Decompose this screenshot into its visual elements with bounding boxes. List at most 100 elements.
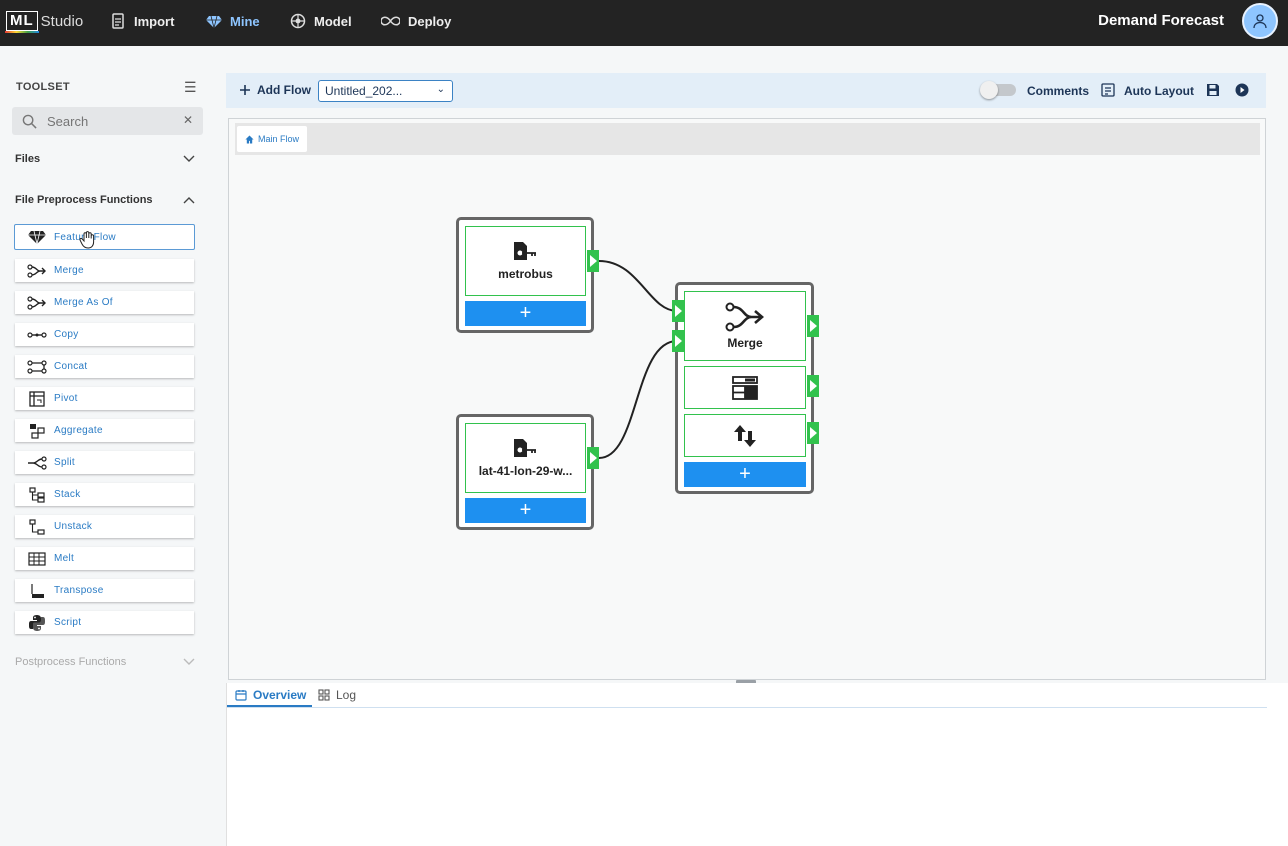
- transpose-icon: [27, 583, 47, 599]
- table-step-card[interactable]: [684, 366, 806, 409]
- auto-layout-icon[interactable]: [1101, 83, 1115, 97]
- tool-merge-as-of[interactable]: Merge As Of: [15, 291, 194, 314]
- copy-icon: [27, 327, 47, 343]
- add-step-button[interactable]: +: [465, 498, 586, 523]
- tool-pivot[interactable]: Pivot: [15, 387, 194, 410]
- tool-label: Melt: [54, 553, 75, 564]
- comments-label: Comments: [1027, 84, 1090, 98]
- section-preprocess-label: File Preprocess Functions: [15, 194, 153, 206]
- breadcrumb-main-flow[interactable]: Main Flow: [237, 126, 308, 152]
- run-icon[interactable]: [1235, 83, 1249, 97]
- file-key-icon: [513, 439, 536, 457]
- tool-split[interactable]: Split: [15, 451, 194, 474]
- flow-toolbar: Add Flow Untitled_202... ⌄ Comments Auto…: [226, 73, 1266, 108]
- output-port[interactable]: [587, 447, 599, 469]
- section-preprocess[interactable]: File Preprocess Functions: [15, 194, 195, 206]
- app-logo[interactable]: ML Studio: [5, 10, 84, 33]
- avatar[interactable]: [1242, 3, 1278, 39]
- nav-model[interactable]: Model: [290, 13, 352, 29]
- infinity-icon: [381, 16, 400, 26]
- tool-unstack[interactable]: Unstack: [15, 515, 194, 538]
- merge-card[interactable]: Merge: [684, 291, 806, 361]
- user-icon: [1253, 14, 1267, 29]
- nav-deploy-label: Deploy: [408, 13, 452, 29]
- add-step-button[interactable]: +: [684, 462, 806, 487]
- table-layout-icon: [732, 375, 758, 400]
- calendar-icon: [235, 690, 247, 701]
- diamond-icon: [27, 229, 47, 245]
- nav-import[interactable]: Import: [110, 13, 174, 29]
- input-port[interactable]: [672, 330, 684, 352]
- logo-mark: ML: [5, 11, 39, 33]
- brain-icon: [290, 13, 306, 29]
- nav-mine[interactable]: Mine: [206, 13, 260, 29]
- import-icon: [112, 13, 124, 29]
- logo-text: Studio: [40, 12, 84, 30]
- plus-icon: [240, 85, 250, 95]
- clear-search-icon[interactable]: ✕: [182, 113, 193, 127]
- search-box[interactable]: ✕: [12, 107, 203, 135]
- tool-label: Pivot: [54, 393, 78, 404]
- merge-label: Merge: [727, 336, 763, 350]
- python-icon: [27, 614, 47, 631]
- section-files-label: Files: [15, 153, 41, 165]
- source-label: lat-41-lon-29-w...: [478, 464, 573, 478]
- search-input[interactable]: [47, 113, 177, 129]
- output-port[interactable]: [807, 315, 819, 337]
- add-flow-button[interactable]: Add Flow: [239, 83, 311, 97]
- flow-select-value: Untitled_202...: [325, 84, 403, 98]
- sort-step-card[interactable]: [684, 414, 806, 457]
- section-files[interactable]: Files: [15, 153, 195, 165]
- menu-icon[interactable]: ☰: [184, 79, 197, 95]
- nav-mine-label: Mine: [230, 13, 260, 29]
- input-port[interactable]: [672, 300, 684, 322]
- aggregate-icon: [27, 423, 47, 439]
- source-card[interactable]: lat-41-lon-29-w...: [465, 423, 586, 493]
- tool-label: Stack: [54, 489, 81, 500]
- source-node-lat-lon[interactable]: lat-41-lon-29-w... +: [456, 414, 594, 530]
- chevron-up-icon: [183, 197, 195, 204]
- flow-connections: [598, 260, 678, 459]
- toolset-title: TOOLSET: [16, 81, 70, 93]
- comments-toggle[interactable]: [980, 81, 1016, 99]
- tool-label: Unstack: [54, 521, 93, 532]
- merge-node[interactable]: Merge +: [675, 282, 814, 494]
- output-port[interactable]: [807, 422, 819, 444]
- flow-select[interactable]: Untitled_202... ⌄: [318, 80, 453, 102]
- tool-feature-flow[interactable]: Feature Flow: [14, 224, 195, 250]
- tool-merge[interactable]: Merge: [15, 259, 194, 282]
- section-postprocess[interactable]: Postprocess Functions: [15, 656, 195, 668]
- output-port[interactable]: [587, 250, 599, 272]
- panel-resize-handle[interactable]: [736, 680, 756, 685]
- save-icon[interactable]: [1206, 83, 1220, 97]
- output-port[interactable]: [807, 375, 819, 397]
- tool-stack[interactable]: Stack: [15, 483, 194, 506]
- tool-aggregate[interactable]: Aggregate: [15, 419, 194, 442]
- tool-label: Merge As Of: [54, 297, 113, 308]
- tool-concat[interactable]: Concat: [15, 355, 194, 378]
- search-icon: [22, 114, 37, 129]
- add-step-button[interactable]: +: [465, 301, 586, 326]
- merge-icon: [27, 263, 47, 279]
- nav-import-label: Import: [134, 13, 175, 29]
- flow-canvas[interactable]: Main Flow metrobus + lat-41-lon-29-w... …: [228, 118, 1266, 680]
- tool-script[interactable]: Script: [15, 611, 194, 634]
- active-tab-indicator: [227, 705, 312, 707]
- chevron-down-icon: ⌄: [436, 84, 445, 95]
- tab-overview[interactable]: Overview: [235, 688, 306, 702]
- chevron-down-icon: [183, 155, 195, 162]
- tab-log-label: Log: [336, 688, 357, 702]
- auto-layout-button[interactable]: Auto Layout: [1124, 84, 1194, 98]
- file-key-icon: [513, 242, 536, 260]
- tool-transpose[interactable]: Transpose: [15, 579, 194, 602]
- source-node-metrobus[interactable]: metrobus +: [456, 217, 594, 333]
- breadcrumb-label: Main Flow: [258, 134, 300, 144]
- breadcrumb: Main Flow: [235, 123, 1260, 155]
- bottom-panel: Overview Log: [226, 683, 1288, 846]
- tool-copy[interactable]: Copy: [15, 323, 194, 346]
- nav-deploy[interactable]: Deploy: [381, 13, 451, 29]
- tool-melt[interactable]: Melt: [15, 547, 194, 570]
- source-card[interactable]: metrobus: [465, 226, 586, 296]
- tab-log[interactable]: Log: [318, 688, 356, 702]
- nav-model-label: Model: [314, 13, 352, 29]
